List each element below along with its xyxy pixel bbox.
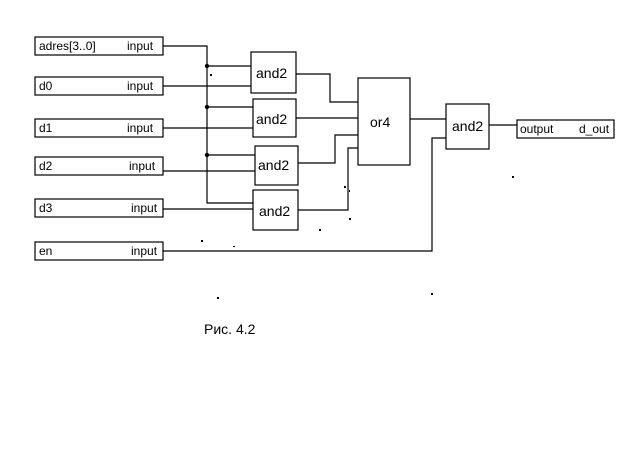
output-pin-name: d_out	[579, 122, 610, 136]
gate-label: and2	[256, 65, 287, 81]
junctions	[204, 63, 210, 158]
input-pin-en: en input	[34, 241, 164, 261]
junction-dot	[204, 63, 210, 69]
input-pin-type: input	[127, 79, 154, 93]
input-pin-name: adres[3..0]	[39, 39, 96, 53]
input-pin-name: d1	[39, 121, 53, 135]
or4-gate: or4	[357, 77, 411, 166]
junction-dot	[204, 152, 210, 158]
gate-label: and2	[452, 118, 483, 134]
input-pin-type: input	[131, 201, 158, 215]
output-pin-type: output	[520, 122, 554, 136]
wire-adres-bus	[163, 45, 253, 204]
input-pin-type: input	[127, 39, 154, 53]
gate-label: and2	[259, 203, 290, 219]
and-gate-2: and2	[254, 145, 299, 186]
input-pin-d1: d1 input	[34, 118, 164, 138]
wire-and3-or	[298, 147, 358, 211]
input-pin-type: input	[129, 159, 156, 173]
gate-label: and2	[258, 157, 289, 173]
wires	[163, 45, 517, 252]
input-pin-type: input	[131, 244, 158, 258]
output-pin-d-out: output d_out	[516, 119, 615, 139]
input-pin-d2: d2 input	[34, 156, 164, 176]
input-pin-name: en	[39, 244, 52, 258]
and-gate-0: and2	[250, 51, 297, 94]
input-pin-name: d2	[39, 159, 53, 173]
wire-and0-or	[296, 73, 358, 103]
input-pin-type: input	[127, 121, 154, 135]
wire-and2-or	[298, 134, 358, 164]
junction-dot	[204, 104, 210, 110]
and-gate-3: and2	[252, 189, 299, 231]
input-pin-adres: adres[3..0] input	[34, 36, 164, 56]
input-pin-d3: d3 input	[34, 198, 164, 218]
input-pin-name: d3	[39, 201, 53, 215]
input-pin-d0: d0 input	[34, 76, 164, 96]
stray-marks	[201, 74, 514, 299]
input-pin-name: d0	[39, 79, 53, 93]
and-gate-1: and2	[252, 98, 297, 138]
wire-en	[163, 137, 446, 252]
gate-label: and2	[256, 111, 287, 127]
figure-caption: Рис. 4.2	[204, 321, 256, 337]
and-gate-output: and2	[445, 103, 490, 150]
gate-label: or4	[370, 114, 390, 130]
